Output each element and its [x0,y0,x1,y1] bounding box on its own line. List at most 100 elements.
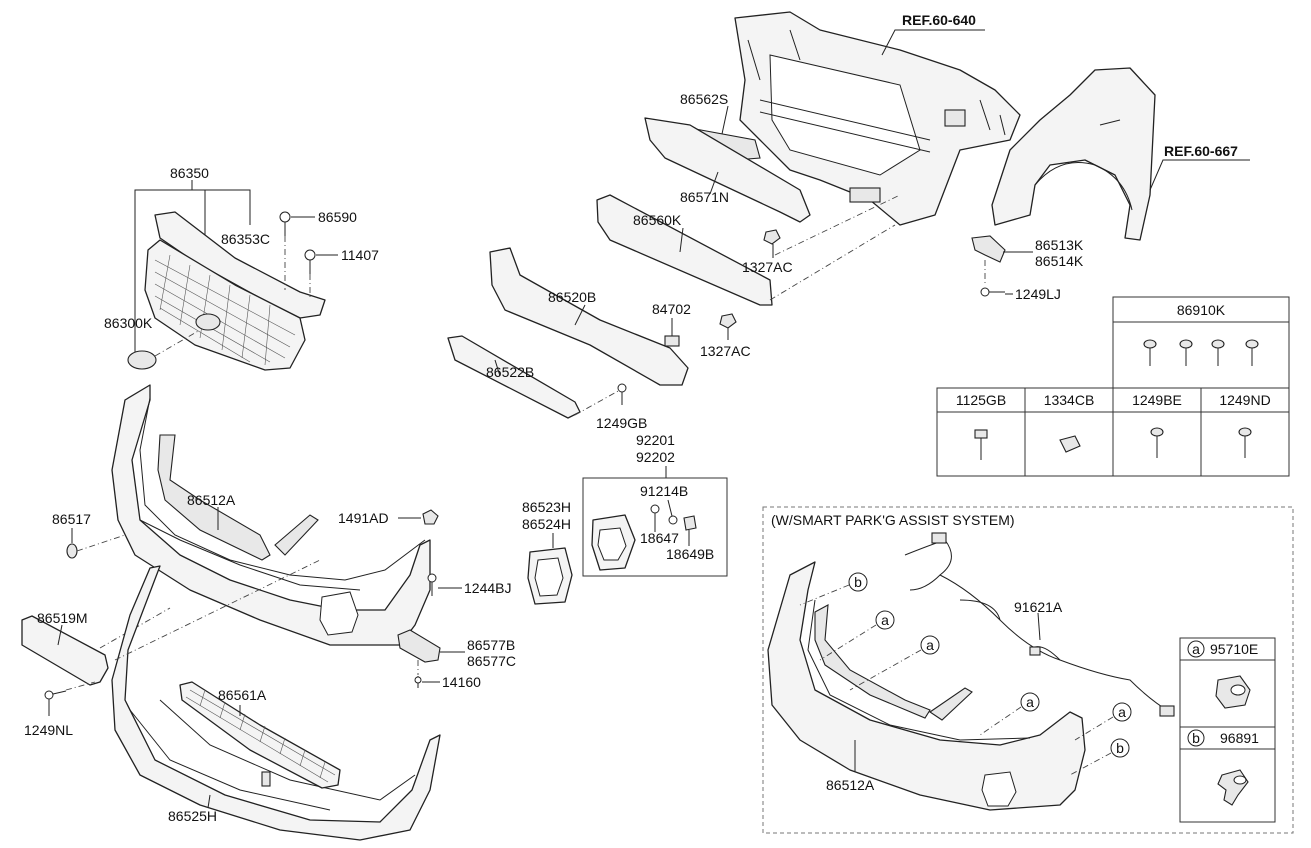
lower-bumper-illustration [111,565,441,841]
screw-1249GB-icon [617,383,627,405]
label-1327AC-lower: 1327AC [700,343,751,359]
nut-1327AC-upper-icon [763,229,781,245]
legend-a-part: 95710E [1210,641,1258,657]
emblem-illustration [127,350,157,370]
label-86571N: 86571N [680,189,729,205]
spas-title: (W/SMART PARK'G ASSIST SYSTEM) [771,512,1015,528]
label-86520B: 86520B [548,289,596,305]
ref-667-label: REF.60-667 [1164,143,1238,159]
lower-grille-86561A-illustration [179,681,341,789]
svg-text:a: a [881,612,889,628]
table-header-1125GB: 1125GB [956,392,1006,408]
absorber-86571N-illustration [644,117,811,223]
label-spas-86512A: 86512A [826,777,875,793]
beam-86560K-illustration [596,194,773,306]
label-86350: 86350 [170,165,209,181]
label-86514K: 86514K [1035,253,1084,269]
spas-bumper-illustration [767,561,1086,811]
svg-text:b: b [854,574,862,590]
callout-a-1: a [875,610,895,630]
label-86300K: 86300K [104,315,153,331]
ref-667-leader [1149,159,1250,191]
screw-1244BJ-icon [427,573,437,596]
bracket-86577-illustration [397,629,441,663]
label-1249LJ: 1249LJ [1015,286,1061,302]
bolt-14160-icon [414,676,422,688]
screw-1125GB-icon [974,429,988,460]
sensor-legend [1179,637,1276,823]
legend-b-part: 96891 [1220,730,1259,746]
label-86562S: 86562S [680,91,728,107]
label-92202: 92202 [636,449,675,465]
screw-86910K-icon [1143,339,1259,366]
nut-1327AC-lower-icon [719,313,737,329]
label-1244BJ: 1244BJ [464,580,511,596]
svg-text:a: a [926,637,934,653]
table-header-1249ND: 1249ND [1219,392,1270,408]
sensor-95710E-icon [1215,675,1251,709]
callout-a-3: a [1020,692,1040,712]
table-header-1334CB: 1334CB [1044,392,1095,408]
fog-lamp-illustration [591,514,636,571]
label-1327AC-upper: 1327AC [742,259,793,275]
wiring-harness-illustration [904,532,1175,717]
label-86517: 86517 [52,511,91,527]
fog-lamp-group-box [582,477,728,577]
label-86561A: 86561A [218,687,267,703]
ref-640-leader [881,29,985,56]
svg-text:b: b [1116,740,1124,756]
callout-b-upper: b [848,572,868,592]
label-1491AD: 1491AD [338,510,389,526]
clip-1334CB-icon [1059,435,1081,453]
legend-b-badge: b [1187,729,1205,747]
label-86577C: 86577C [467,653,516,669]
screw-1249ND-icon [1238,427,1252,458]
label-86524H: 86524H [522,516,571,532]
label-11407: 11407 [341,247,379,263]
label-18649B: 18649B [666,546,714,562]
label-86512A: 86512A [187,492,236,508]
label-86590: 86590 [318,209,357,225]
fog-bezel-illustration [527,547,573,605]
label-86513K: 86513K [1035,237,1084,253]
label-18647: 18647 [640,530,679,546]
screw-1249LJ-icon [980,287,1005,297]
socket-18649B-icon [683,515,697,531]
label-86525H: 86525H [168,808,217,824]
clip-1491AD-icon [422,509,439,525]
bumper-cover-illustration [111,384,431,646]
label-1249GB: 1249GB [596,415,647,431]
spas-box [762,506,1294,834]
label-86560K: 86560K [633,212,682,228]
callout-a-4: a [1112,702,1132,722]
bulb-18647-icon [650,504,660,523]
clip-86590-icon [279,211,291,236]
bulb-91214B-icon [668,515,678,525]
ref-640-label: REF.60-640 [902,12,976,28]
grille-illustration [144,239,306,371]
label-86522B: 86522B [486,364,534,380]
label-1249NL: 1249NL [24,722,73,738]
screw-11407-icon [304,249,316,274]
label-86577B: 86577B [467,637,515,653]
fender-bracket-illustration [971,235,1006,263]
screw-1249NL-icon [44,690,67,700]
label-84702: 84702 [652,301,691,317]
bracket-84702-illustration [664,335,680,347]
beam-86520B-illustration [489,247,689,386]
table-header-1249BE: 1249BE [1132,392,1182,408]
label-86519M: 86519M [37,610,88,626]
label-91621A: 91621A [1014,599,1063,615]
svg-text:a: a [1118,704,1126,720]
svg-text:a: a [1192,641,1200,657]
fender-illustration [991,67,1156,241]
license-bracket-illustration [21,615,109,686]
fastener-table [936,296,1290,477]
label-91214B: 91214B [640,483,688,499]
callout-b-lower: b [1110,738,1130,758]
svg-text:a: a [1026,694,1034,710]
sensor-96891-icon [1217,769,1249,806]
table-header-86910K: 86910K [1177,302,1226,318]
label-86353C: 86353C [221,231,270,247]
